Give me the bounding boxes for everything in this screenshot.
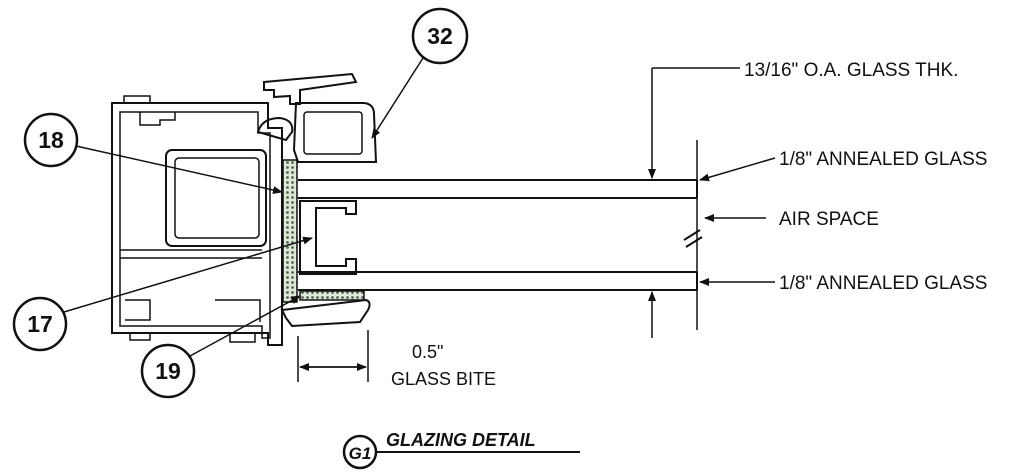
glazing-stop <box>256 72 378 163</box>
callout-32: 32 <box>371 7 469 139</box>
svg-text:32: 32 <box>427 23 453 49</box>
svg-text:G1: G1 <box>349 444 372 463</box>
frame-extrusion <box>111 95 283 346</box>
callout-19: 19 <box>140 295 301 399</box>
svg-text:18: 18 <box>38 127 64 153</box>
air-space-label: AIR SPACE <box>779 209 879 230</box>
glass-top-label: 1/8" ANNEALED GLASS <box>779 149 987 170</box>
setting-block <box>299 290 365 301</box>
svg-text:17: 17 <box>27 311 53 337</box>
glass-bottom-label: 1/8" ANNEALED GLASS <box>779 273 987 294</box>
bite-label: GLASS BITE <box>391 369 496 389</box>
overall-thickness-label: 13/16" O.A. GLASS THK. <box>744 60 958 81</box>
glass-bite-dimension <box>297 330 369 382</box>
glass-lite-top <box>298 179 698 199</box>
glazing-leg <box>280 298 371 328</box>
bite-value-label: 0.5" <box>412 342 443 362</box>
break-mark <box>683 229 703 248</box>
callout-17: 17 <box>12 236 313 352</box>
callout-18: 18 <box>23 112 283 194</box>
overall-thickness-dimension <box>648 67 740 338</box>
svg-text:19: 19 <box>155 358 181 384</box>
detail-title: GLAZING DETAIL <box>386 430 536 450</box>
detail-tag: G1 <box>342 434 378 470</box>
glass-lite-bottom <box>298 271 698 291</box>
glazing-tape <box>282 159 298 303</box>
spacer <box>299 200 357 275</box>
